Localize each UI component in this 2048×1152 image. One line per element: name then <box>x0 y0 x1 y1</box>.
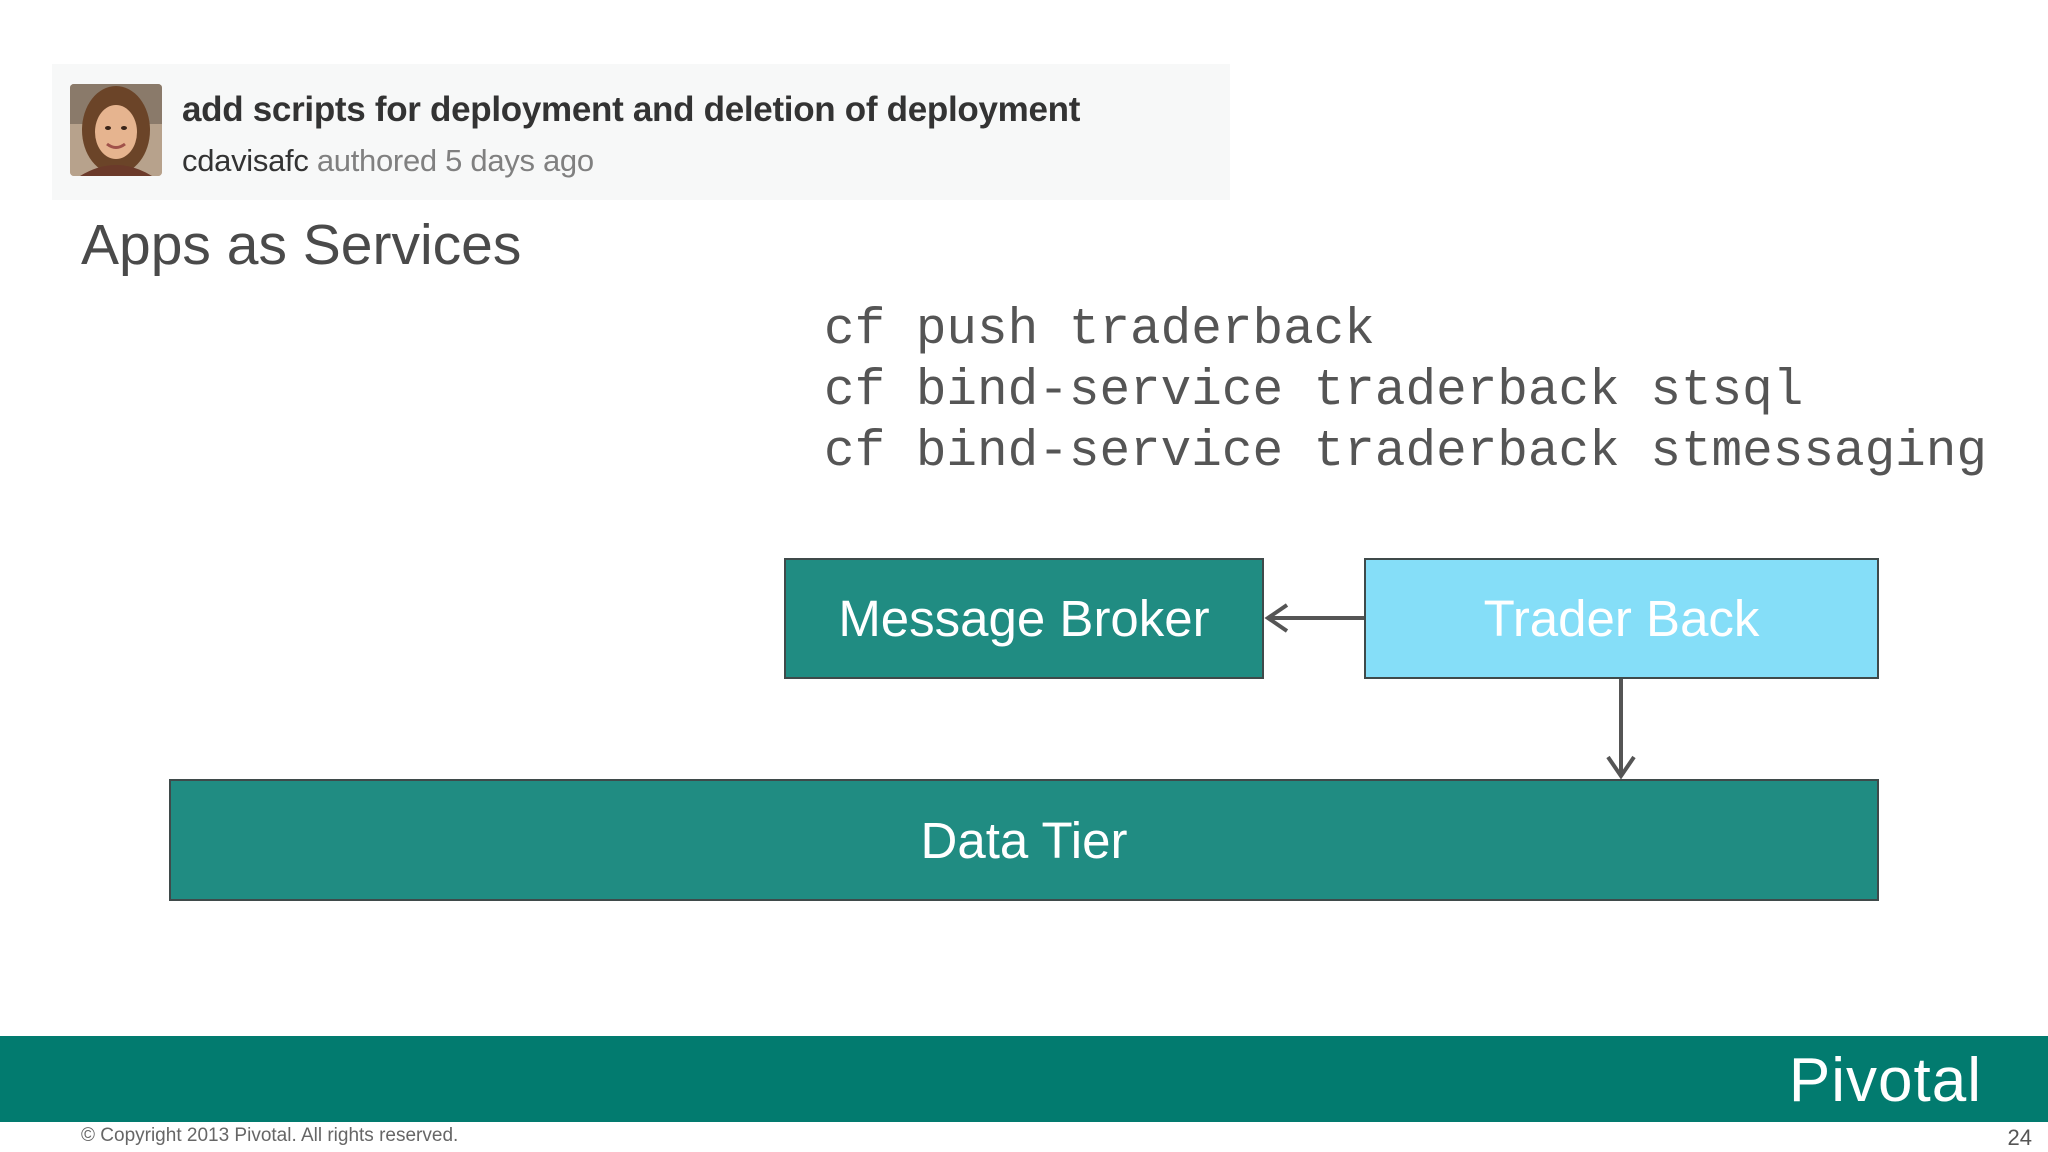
command-line: cf bind-service traderback stmessaging <box>824 424 1987 481</box>
commit-time: authored 5 days ago <box>308 143 594 178</box>
command-list: cf push traderback cf bind-service trade… <box>824 300 1987 483</box>
commit-meta: cdavisafc authored 5 days ago <box>182 143 594 179</box>
commit-banner: add scripts for deployment and deletion … <box>52 64 1230 200</box>
command-line: cf push traderback <box>824 302 1375 359</box>
arrow-trader-to-data <box>1606 679 1636 780</box>
arrow-trader-to-broker <box>1264 603 1364 633</box>
message-broker-box: Message Broker <box>784 558 1264 679</box>
trader-back-box: Trader Back <box>1364 558 1879 679</box>
pivotal-logo: Pivotal <box>1788 1046 1982 1115</box>
commit-author[interactable]: cdavisafc <box>182 143 309 178</box>
slide-title: Apps as Services <box>81 213 522 277</box>
avatar-image <box>70 84 162 176</box>
footer-band: Pivotal <box>0 1036 2048 1122</box>
commit-message[interactable]: add scripts for deployment and deletion … <box>182 90 1081 129</box>
command-line: cf bind-service traderback stsql <box>824 363 1804 420</box>
author-avatar[interactable] <box>70 84 162 176</box>
copyright-notice: © Copyright 2013 Pivotal. All rights res… <box>81 1125 459 1146</box>
data-tier-box: Data Tier <box>169 779 1879 901</box>
page-number: 24 <box>2007 1125 2032 1150</box>
